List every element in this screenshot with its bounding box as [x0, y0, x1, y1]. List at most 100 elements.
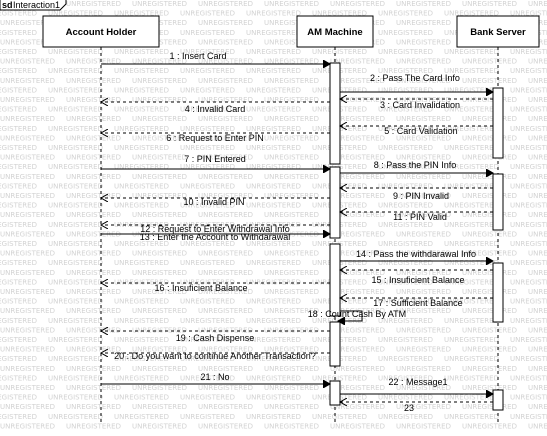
watermark-text: UNREGISTERED: [198, 0, 253, 8]
watermark-text: UNREGISTERED: [0, 77, 55, 85]
watermark-text: UNREGISTERED: [444, 355, 499, 363]
watermark-text: UNREGISTERED: [0, 422, 55, 430]
watermark-text: UNREGISTERED: [528, 58, 547, 66]
watermark-text: UNREGISTERED: [66, 0, 121, 8]
watermark-text: UNREGISTERED: [330, 154, 385, 162]
watermark-text: UNREGISTERED: [444, 394, 499, 402]
watermark-text: UNREGISTERED: [246, 182, 301, 190]
activation-bar: [329, 321, 341, 367]
watermark-text: UNREGISTERED: [462, 403, 517, 411]
watermark-text: UNREGISTERED: [264, 365, 319, 373]
watermark-text: UNREGISTERED: [114, 278, 169, 286]
lifeline-head[interactable]: [296, 15, 374, 48]
message-label: 23: [404, 403, 414, 413]
watermark-text: UNREGISTERED: [528, 154, 547, 162]
watermark-text: UNREGISTERED: [48, 336, 103, 344]
watermark-text: UNREGISTERED: [0, 288, 55, 296]
watermark-text: UNREGISTERED: [66, 173, 121, 181]
watermark-text: UNREGISTERED: [246, 317, 301, 325]
watermark-text: UNREGISTERED: [0, 58, 55, 66]
watermark-text: UNREGISTERED: [48, 394, 103, 402]
watermark-text: UNREGISTERED: [246, 336, 301, 344]
watermark-text: UNREGISTERED: [0, 346, 55, 354]
watermark-text: UNREGISTERED: [510, 394, 547, 402]
watermark-text: UNREGISTERED: [378, 144, 433, 152]
activation-bar: [492, 173, 504, 231]
watermark-text: UNREGISTERED: [396, 326, 451, 334]
watermark-text: UNREGISTERED: [312, 10, 367, 18]
watermark-text: UNREGISTERED: [246, 355, 301, 363]
message-label: 12 : Request to Enter Withdrawal Info: [140, 224, 290, 234]
watermark-text: UNREGISTERED: [0, 192, 55, 200]
watermark-text: UNREGISTERED: [462, 192, 517, 200]
watermark-text: UNREGISTERED: [396, 77, 451, 85]
watermark-text: UNREGISTERED: [198, 326, 253, 334]
watermark-text: UNREGISTERED: [378, 336, 433, 344]
watermark-text: UNREGISTERED: [114, 413, 169, 421]
watermark-text: UNREGISTERED: [264, 211, 319, 219]
message-label: 15 : Insuficient Balance: [371, 275, 464, 285]
watermark-text: UNREGISTERED: [528, 346, 547, 354]
watermark-text: UNREGISTERED: [462, 115, 517, 123]
watermark-text: UNREGISTERED: [198, 211, 253, 219]
watermark-text: UNREGISTERED: [462, 211, 517, 219]
watermark-text: UNREGISTERED: [180, 355, 235, 363]
message-label: 2 : Pass The Card Info: [370, 73, 460, 83]
watermark-text: UNREGISTERED: [330, 211, 385, 219]
watermark-text: UNREGISTERED: [198, 288, 253, 296]
watermark-text: UNREGISTERED: [444, 48, 499, 56]
watermark-text: UNREGISTERED: [246, 374, 301, 382]
watermark-text: UNREGISTERED: [510, 182, 547, 190]
watermark-text: UNREGISTERED: [114, 298, 169, 306]
message-label: 21 : No: [200, 372, 229, 382]
watermark-text: UNREGISTERED: [132, 0, 187, 8]
watermark-text: UNREGISTERED: [0, 19, 55, 27]
watermark-text: UNREGISTERED: [378, 106, 433, 114]
watermark-text: UNREGISTERED: [66, 288, 121, 296]
watermark-text: UNREGISTERED: [396, 115, 451, 123]
watermark-text: UNREGISTERED: [0, 336, 37, 344]
self-message-arrow[interactable]: [338, 310, 363, 321]
watermark-text: UNREGISTERED: [528, 365, 547, 373]
watermark-text: UNREGISTERED: [378, 278, 433, 286]
watermark-text: UNREGISTERED: [378, 182, 433, 190]
watermark-text: UNREGISTERED: [264, 38, 319, 46]
watermark-text: UNREGISTERED: [510, 413, 547, 421]
watermark-text: UNREGISTERED: [396, 154, 451, 162]
activation-bar: [329, 166, 341, 239]
watermark-text: UNREGISTERED: [180, 336, 235, 344]
watermark-text: UNREGISTERED: [66, 154, 121, 162]
watermark-text: UNREGISTERED: [510, 144, 547, 152]
watermark-text: UNREGISTERED: [48, 374, 103, 382]
watermark-text: UNREGISTERED: [444, 182, 499, 190]
watermark-text: UNREGISTERED: [114, 125, 169, 133]
watermark-text: UNREGISTERED: [264, 403, 319, 411]
watermark-text: UNREGISTERED: [66, 422, 121, 430]
watermark-text: UNREGISTERED: [246, 259, 301, 267]
watermark-text: UNREGISTERED: [396, 307, 451, 315]
watermark-text: UNREGISTERED: [462, 0, 517, 8]
watermark-text: UNREGISTERED: [132, 346, 187, 354]
watermark-text: UNREGISTERED: [198, 346, 253, 354]
watermark-text: UNREGISTERED: [510, 336, 547, 344]
watermark-text: UNREGISTERED: [444, 298, 499, 306]
watermark-text: UNREGISTERED: [396, 422, 451, 430]
watermark-text: UNREGISTERED: [264, 0, 319, 8]
watermark-text: UNREGISTERED: [66, 365, 121, 373]
watermark-text: UNREGISTERED: [198, 192, 253, 200]
watermark-text: UNREGISTERED: [330, 288, 385, 296]
activation-bar: [329, 380, 341, 406]
watermark-text: UNREGISTERED: [444, 413, 499, 421]
lifeline-head[interactable]: [42, 15, 160, 48]
watermark-text: UNREGISTERED: [198, 77, 253, 85]
watermark-text: UNREGISTERED: [0, 125, 37, 133]
lifeline-head[interactable]: [456, 15, 540, 48]
watermark-text: UNREGISTERED: [246, 394, 301, 402]
watermark-text: UNREGISTERED: [510, 86, 547, 94]
watermark-text: UNREGISTERED: [510, 240, 547, 248]
watermark-text: UNREGISTERED: [528, 250, 547, 258]
watermark-text: UNREGISTERED: [0, 278, 37, 286]
watermark-text: UNREGISTERED: [180, 29, 235, 37]
watermark-text: UNREGISTERED: [132, 173, 187, 181]
watermark-text: UNREGISTERED: [462, 77, 517, 85]
